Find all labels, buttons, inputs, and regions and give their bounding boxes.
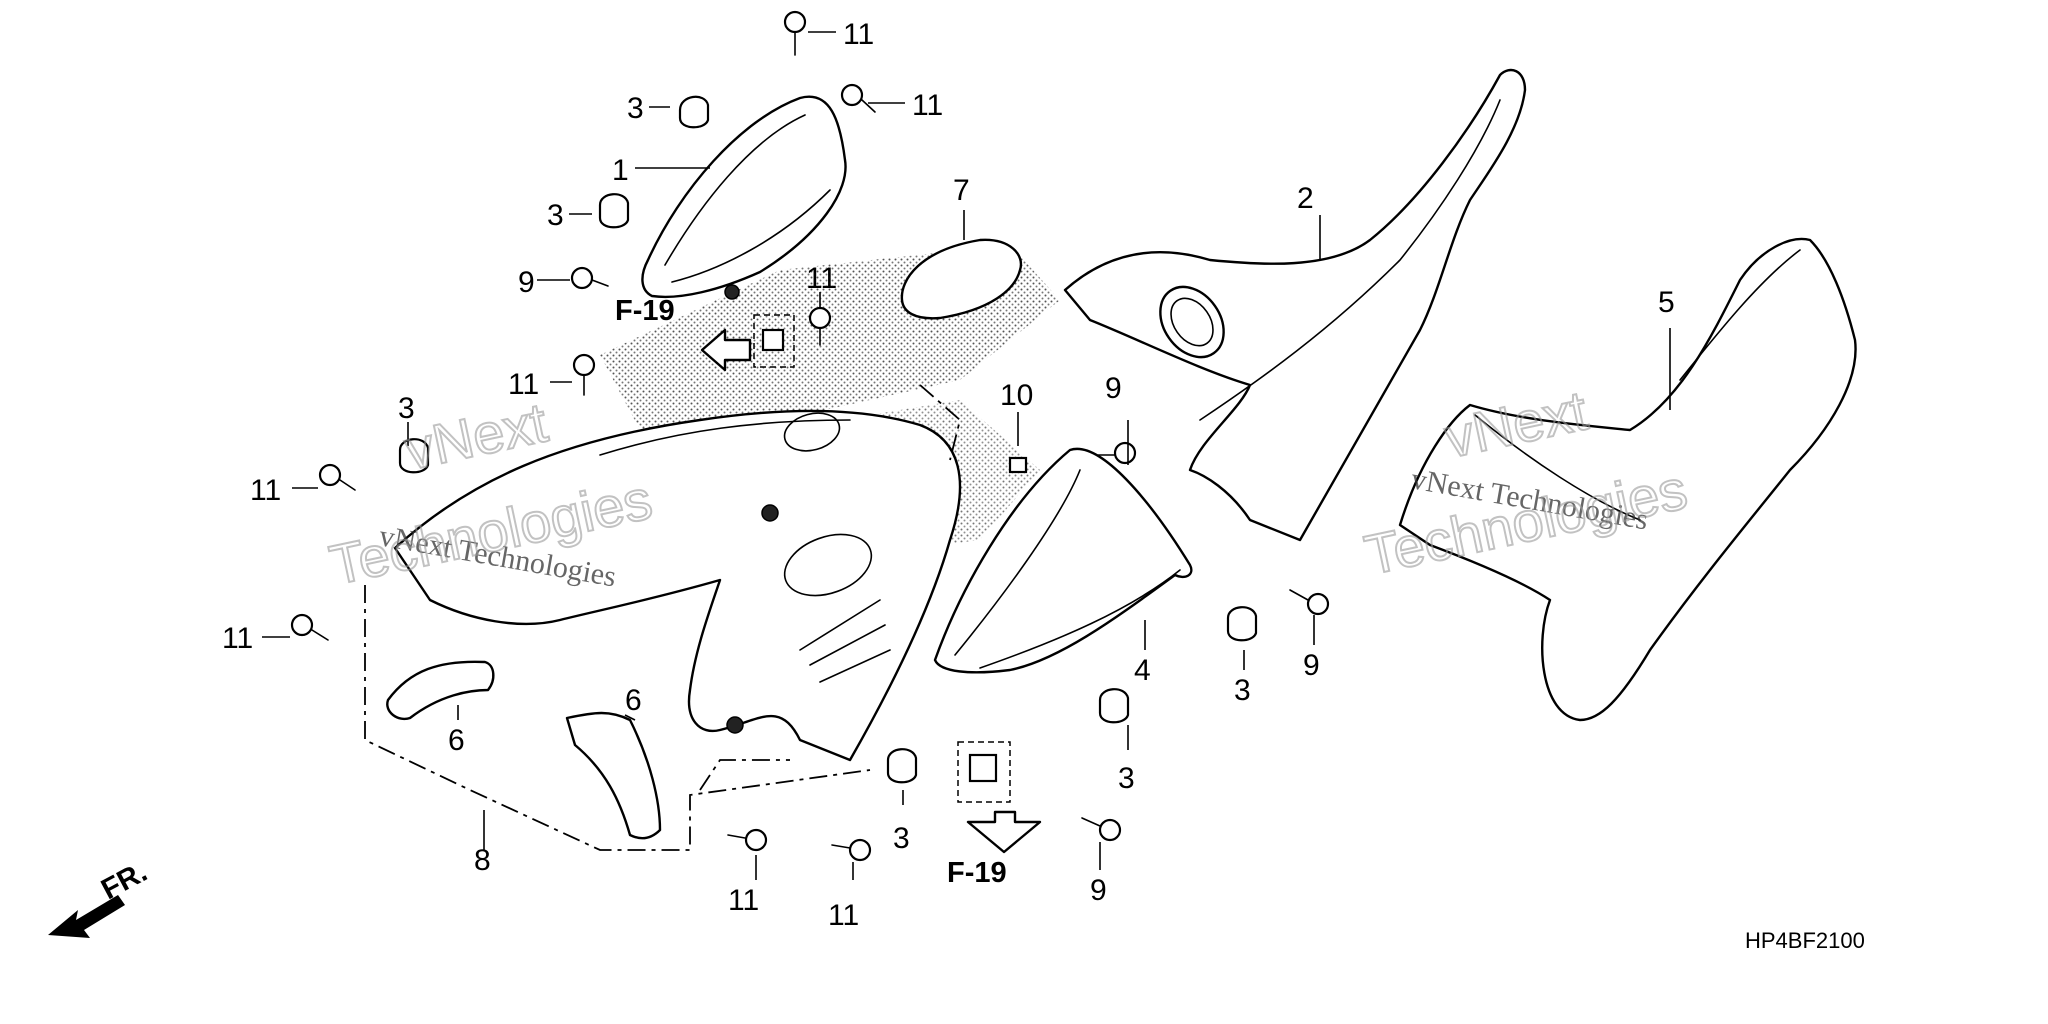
- watermark: vNext Technologies vNext Technologies vN…: [323, 377, 1693, 597]
- grommet-icon: [398, 95, 1258, 784]
- callout-10: 10: [1000, 379, 1033, 412]
- callout-3: 3: [893, 822, 910, 855]
- callout-3: 3: [398, 392, 415, 425]
- ref-arrow-upper: [700, 328, 752, 372]
- ref-label-f19: F-19: [947, 857, 1007, 889]
- assembly-line-3: [699, 759, 790, 791]
- callout-11: 11: [508, 368, 539, 401]
- part-5-rear-cover[interactable]: [1398, 237, 1857, 722]
- part-6-strip-left[interactable]: [386, 660, 495, 721]
- clip-box: [753, 314, 1011, 803]
- callout-3: 3: [547, 199, 564, 232]
- callout-1: 1: [612, 154, 629, 187]
- bolt-icon: [290, 10, 1330, 862]
- callout-11: 11: [222, 622, 253, 655]
- callouts: 11 11 3 1 3 9 11 11 3 11 11 6 6 8 11 11 …: [222, 18, 1675, 932]
- callout-11: 11: [250, 474, 281, 507]
- callout-11: 11: [843, 18, 874, 51]
- callout-9: 9: [1090, 874, 1107, 907]
- callout-2: 2: [1297, 182, 1314, 215]
- front-indicator: FR.: [96, 856, 152, 906]
- callout-5: 5: [1658, 286, 1675, 319]
- callout-7: 7: [953, 174, 970, 207]
- callout-9: 9: [1105, 372, 1122, 405]
- front-arrow-icon: [48, 895, 125, 938]
- part-6-strip-right[interactable]: [565, 711, 662, 840]
- callout-11: 11: [806, 262, 837, 295]
- callout-4: 4: [1134, 654, 1151, 687]
- callout-9: 9: [518, 266, 535, 299]
- part-8-side-cover[interactable]: [393, 407, 962, 762]
- callout-9: 9: [1303, 649, 1320, 682]
- ref-arrow-lower: [966, 810, 1042, 854]
- diagram-code: HP4BF2100: [1745, 928, 1865, 953]
- assembly-line-2: [919, 384, 962, 461]
- callout-3: 3: [1234, 674, 1251, 707]
- part-4-lower-panel[interactable]: [933, 447, 1193, 674]
- part-1-top-cover[interactable]: [641, 95, 847, 300]
- callout-8: 8: [474, 844, 491, 877]
- callout-11: 11: [828, 899, 859, 932]
- callout-11: 11: [912, 89, 943, 122]
- callout-6: 6: [448, 724, 465, 757]
- callout-3: 3: [1118, 762, 1135, 795]
- part-2-shroud[interactable]: [1063, 68, 1527, 542]
- callout-11: 11: [728, 884, 759, 917]
- callout-3: 3: [627, 92, 644, 125]
- part-7-pad[interactable]: [900, 238, 1023, 320]
- ref-label-f19: F-19: [615, 295, 675, 327]
- assembly-line: [364, 585, 871, 851]
- leader-lines: [262, 31, 1671, 880]
- callout-6: 6: [625, 684, 642, 717]
